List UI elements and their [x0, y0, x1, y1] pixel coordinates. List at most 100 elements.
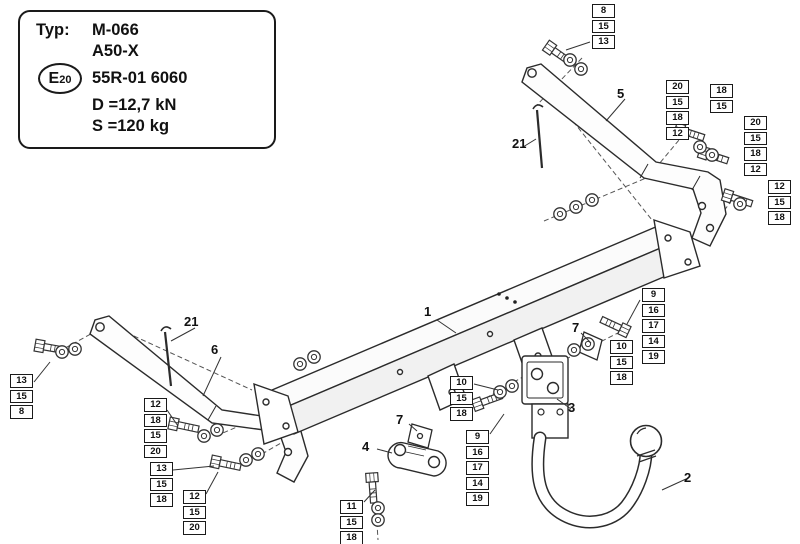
callout-number: 20	[666, 80, 689, 94]
callout-number: 15	[10, 389, 33, 403]
leader-lines	[33, 41, 687, 503]
s-unit: kg	[149, 117, 170, 135]
callout-number: 19	[466, 492, 489, 506]
callout-number: 9	[466, 430, 489, 444]
callout-number: 18	[710, 84, 733, 98]
callout-number: 11	[340, 500, 363, 514]
callout-number: 15	[144, 429, 167, 443]
callout-number: 18	[610, 371, 633, 385]
callout-number: 15	[340, 515, 363, 529]
s-label: S =	[92, 117, 118, 135]
callout-number: 12	[744, 162, 767, 176]
callout-number: 12	[144, 398, 167, 412]
approval-number: 55R-01 6060	[92, 69, 188, 87]
callout-number: 20	[144, 444, 167, 458]
pin-part-21-left	[160, 326, 173, 387]
callout-number: 18	[744, 147, 767, 161]
s-value: 120	[117, 117, 145, 135]
towball-part-2	[531, 403, 663, 529]
callout-number: 18	[768, 211, 791, 225]
callout-number: 18	[144, 413, 167, 427]
callout-number: 15	[150, 477, 173, 491]
part-label-21-left: 21	[184, 314, 199, 329]
type-row: Typ: M-066	[36, 20, 266, 41]
clamp-part-4	[387, 441, 447, 477]
d-value: 12,7	[118, 96, 151, 114]
callout-number: 15	[592, 19, 615, 33]
callout-number: 8	[10, 405, 33, 419]
callout-number: 16	[642, 303, 665, 317]
callout-number: 10	[450, 376, 473, 390]
callout-number: 18	[450, 407, 473, 421]
part-label-7-right: 7	[572, 320, 580, 335]
callout-number: 12	[183, 490, 206, 504]
e-mark-number: 20	[59, 74, 72, 86]
callout-number: 8	[592, 4, 615, 18]
part-label-4: 4	[362, 439, 370, 454]
callout-number: 18	[340, 531, 363, 544]
callout-number: 20	[744, 116, 767, 130]
part-label-2: 2	[684, 470, 692, 485]
e-mark-letter: E	[48, 70, 60, 87]
callout-number: 13	[592, 35, 615, 49]
part-label-5: 5	[617, 86, 625, 101]
part-label-6: 6	[211, 342, 219, 357]
reference-dots	[497, 292, 517, 304]
callout-number: 9	[642, 288, 665, 302]
callout-number: 15	[183, 505, 206, 519]
callout-number: 14	[466, 476, 489, 490]
callout-number: 15	[610, 355, 633, 369]
d-unit: kN	[155, 96, 177, 114]
side-bracket-right-part-5	[521, 63, 727, 247]
part-label-3: 3	[568, 400, 576, 415]
pin-part-21-top	[532, 104, 544, 169]
callout-number: 15	[768, 195, 791, 209]
callout-number: 15	[450, 391, 473, 405]
crossbar-part-1	[253, 218, 701, 445]
callout-number: 18	[666, 111, 689, 125]
part-label-21-top: 21	[512, 136, 527, 151]
typ-label: Typ:	[36, 21, 70, 39]
callout-number: 15	[710, 99, 733, 113]
callout-number: 15	[744, 131, 767, 145]
callout-number: 19	[642, 350, 665, 364]
socket-bracket-part-3	[521, 355, 569, 405]
callout-number: 20	[183, 521, 206, 535]
variant-row: A50-X	[36, 41, 266, 62]
callout-number: 17	[466, 461, 489, 475]
callout-number: 10	[610, 340, 633, 354]
callout-number: 15	[666, 95, 689, 109]
callout-number: 12	[768, 180, 791, 194]
angle-bracket-part-7-center	[407, 423, 433, 449]
part-label-7-center: 7	[396, 412, 404, 427]
callout-number: 16	[466, 445, 489, 459]
typ-value: M-066	[92, 21, 139, 39]
variant-value: A50-X	[92, 42, 139, 60]
callout-number: 14	[642, 334, 665, 348]
callout-number: 13	[10, 374, 33, 388]
callout-number: 18	[150, 493, 173, 507]
d-label: D =	[92, 96, 119, 114]
callout-number: 17	[642, 319, 665, 333]
